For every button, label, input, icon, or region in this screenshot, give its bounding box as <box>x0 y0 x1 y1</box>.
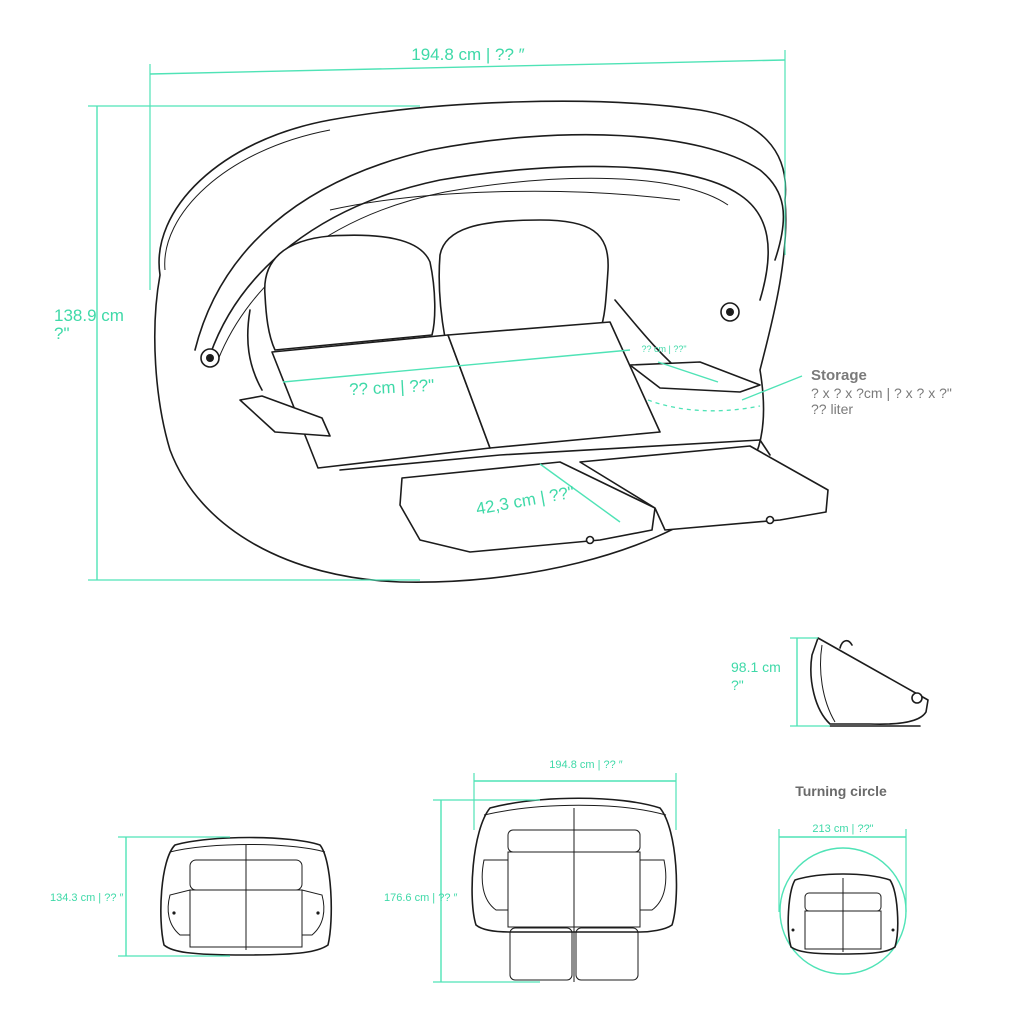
left-armrest-tray <box>239 395 331 437</box>
armrest-label: ?? cm | ??" <box>641 344 686 354</box>
open-outline <box>471 797 678 933</box>
side-height-label-cm: 98.1 cm <box>731 659 781 675</box>
turning-right-hinge <box>891 928 895 932</box>
shell-outline <box>153 100 787 584</box>
top-view-closed: 134.3 cm | ?? ″ <box>50 836 333 957</box>
seat-dimension-line <box>282 349 631 383</box>
open-left-arm <box>481 859 509 911</box>
turning-left-hinge <box>791 928 795 932</box>
left-side-panel <box>246 309 263 391</box>
right-hinge-center <box>726 308 734 316</box>
open-width-label: 194.8 cm | ?? ″ <box>549 759 623 771</box>
side-view: 98.1 cm ?" <box>731 637 929 727</box>
height-label-in: ?" <box>54 324 70 343</box>
closed-right-hinge <box>316 911 320 915</box>
right-armrest-tray <box>629 361 761 393</box>
canopy-outer <box>194 133 785 351</box>
turning-sofa-outline <box>787 873 899 955</box>
turning-circle-view: Turning circle 213 cm | ??" <box>778 783 907 975</box>
turning-circle <box>779 847 907 975</box>
back-cushion-left <box>264 234 436 351</box>
open-rim <box>483 804 667 816</box>
closed-depth-label: 134.3 cm | ?? ″ <box>50 892 124 904</box>
closed-left-arm <box>167 889 191 936</box>
canopy-seam <box>329 190 681 211</box>
storage-outline <box>647 399 761 412</box>
footrest-dimension-line <box>539 463 621 523</box>
canopy-rim <box>217 177 729 361</box>
side-canopy-handle <box>839 639 853 649</box>
turning-circle-title: Turning circle <box>795 783 887 799</box>
open-right-arm <box>639 859 667 911</box>
seat-label: ?? cm | ??" <box>349 376 435 399</box>
footrest-latch-right <box>765 515 775 525</box>
left-hinge-center <box>206 354 214 362</box>
closed-right-arm <box>301 889 325 936</box>
width-dimension-line <box>149 59 786 75</box>
armrest-dimension-line <box>657 361 719 383</box>
closed-outline <box>160 836 333 956</box>
side-hinge-icon <box>911 692 923 704</box>
height-label-cm: 138.9 cm <box>54 306 124 325</box>
closed-left-hinge <box>172 911 176 915</box>
side-height-label-in: ?" <box>731 677 744 693</box>
turning-diameter-label: 213 cm | ??" <box>812 823 873 835</box>
width-label: 194.8 cm | ?? ″ <box>411 45 524 64</box>
storage-leader-line <box>741 375 803 401</box>
seat-front-edge <box>339 439 771 471</box>
back-cushion-right <box>438 219 609 339</box>
footrest-latch-left <box>585 535 595 545</box>
main-perspective-view: 194.8 cm | ?? ″ 138.9 cm ?" ?? cm | ??" … <box>54 45 952 584</box>
footrest-right <box>579 445 829 531</box>
footrest-left <box>399 461 656 553</box>
side-shell-inner <box>820 644 836 723</box>
shell-rim-line <box>164 129 331 271</box>
storage-dimensions: ? x ? x ?cm | ? x ? x ?" <box>811 385 952 401</box>
storage-volume: ?? liter <box>811 401 853 417</box>
top-view-open: 194.8 cm | ?? ″ 176.6 cm | ?? ″ <box>384 759 678 983</box>
storage-title: Storage <box>811 367 867 384</box>
side-shell <box>810 637 929 725</box>
open-depth-label: 176.6 cm | ?? ″ <box>384 892 458 904</box>
open-footrest-right <box>575 927 639 981</box>
closed-rim <box>169 844 326 853</box>
open-footrest-left <box>509 927 573 981</box>
seat-cushion-right <box>447 321 661 449</box>
